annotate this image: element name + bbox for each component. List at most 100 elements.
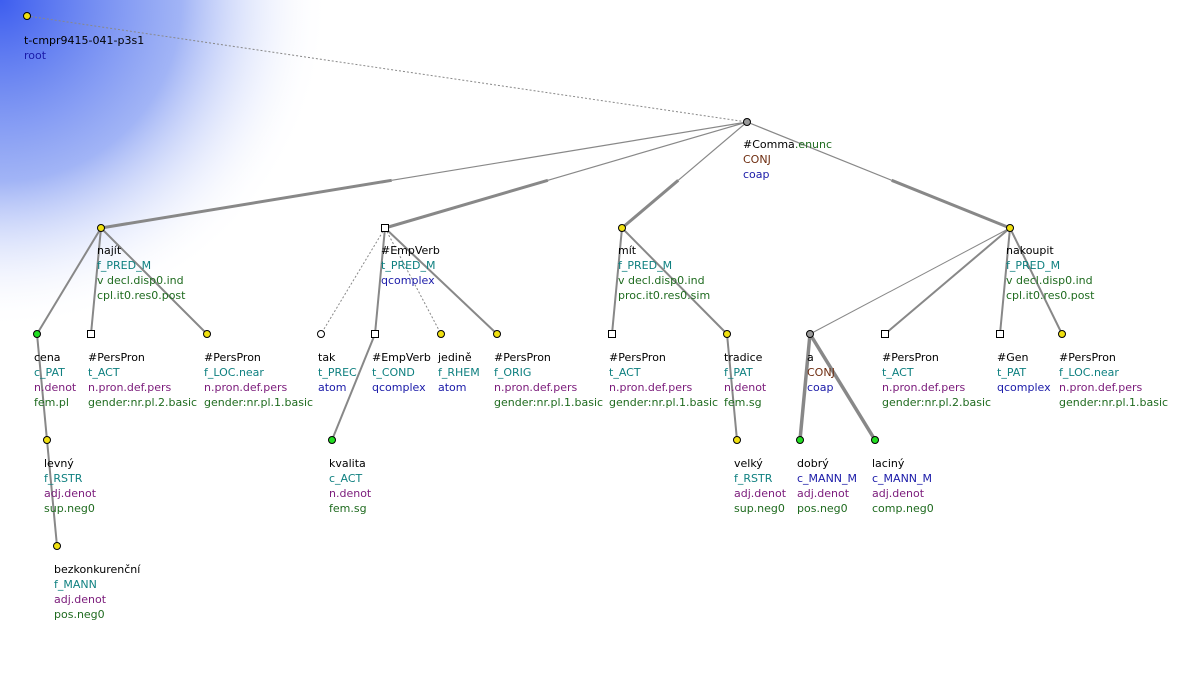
label-cena-line-2: n.denot: [34, 381, 77, 394]
label-laciny-row: comp.neg0: [872, 501, 934, 516]
node-kvalita[interactable]: [328, 436, 336, 444]
node-gen[interactable]: [996, 330, 1004, 338]
label-tradice-row: tradice: [724, 350, 766, 365]
node-comma[interactable]: [743, 118, 751, 126]
label-perspron5-row: t_ACT: [882, 365, 991, 380]
edge-comma-empverb1: [384, 178, 549, 230]
label-mit-row: f_PRED_M: [618, 258, 710, 273]
label-cena-line-3: fem.pl: [34, 396, 69, 409]
label-mit-row: mít: [618, 243, 710, 258]
label-jedine-row: jedině: [438, 350, 480, 365]
node-a[interactable]: [806, 330, 814, 338]
label-bezkonkurencni-row: adj.denot: [54, 592, 140, 607]
label-empverb2-line-0: #EmpVerb: [372, 351, 431, 364]
label-tradice-line-3: fem.sg: [724, 396, 762, 409]
edge-comma-najit: [391, 121, 748, 181]
tree-nodes: [23, 12, 1066, 550]
label-empverb1-line-0: #EmpVerb: [381, 244, 440, 257]
label-tak-line-0: tak: [318, 351, 336, 364]
node-bezkonkurencni[interactable]: [53, 542, 61, 550]
node-najit[interactable]: [97, 224, 105, 232]
label-tak-line-1: t_PREC: [318, 366, 357, 379]
node-perspron1[interactable]: [87, 330, 95, 338]
label-bezkonkurencni-row: f_MANN: [54, 577, 140, 592]
node-root[interactable]: [23, 12, 31, 20]
root-id: t-cmpr9415-041-p3s1: [24, 34, 145, 47]
node-perspron6[interactable]: [1058, 330, 1066, 338]
label-gen-line-1: t_PAT: [997, 366, 1027, 379]
label-tradice-row: n.denot: [724, 380, 766, 395]
node-cena[interactable]: [33, 330, 41, 338]
label-kvalita-row: n.denot: [329, 486, 371, 501]
label-jedine-row: f_RHEM: [438, 365, 480, 380]
label-nakoupit-line-3: cpl.it0.res0.post: [1006, 289, 1095, 302]
node-nakoupit[interactable]: [1006, 224, 1014, 232]
label-bezkonkurencni-row: pos.neg0: [54, 607, 140, 622]
label-cena-row: fem.pl: [34, 395, 76, 410]
label-velky-line-3: sup.neg0: [734, 502, 785, 515]
edge-comma-najit: [100, 178, 392, 230]
node-laciny[interactable]: [871, 436, 879, 444]
label-mit-line-3: proc.it0.res0.sim: [618, 289, 711, 302]
label-perspron4-row: t_ACT: [609, 365, 718, 380]
label-perspron5-row: #PersPron: [882, 350, 991, 365]
label-jedine-row: atom: [438, 380, 480, 395]
label-levny-line-0: levný: [44, 457, 74, 470]
node-velky[interactable]: [733, 436, 741, 444]
label-perspron4-line-2: n.pron.def.pers: [609, 381, 693, 394]
label-velky-line-0: velký: [734, 457, 763, 470]
label-perspron5-row: n.pron.def.pers: [882, 380, 991, 395]
edge-nakoupit-a: [809, 227, 1011, 335]
label-laciny-row: adj.denot: [872, 486, 934, 501]
label-empverb2-row: t_COND: [372, 365, 431, 380]
node-perspron3[interactable]: [493, 330, 501, 338]
label-perspron5-line-1: t_ACT: [882, 366, 914, 379]
label-laciny-line-2: adj.denot: [872, 487, 925, 500]
node-tak[interactable]: [317, 330, 325, 338]
edge-comma-mit: [621, 179, 680, 230]
edge-empverb2-kvalita: [331, 333, 376, 441]
label-perspron1-row: n.pron.def.pers: [88, 380, 197, 395]
label-nakoupit-row: v decl.disp0.ind: [1006, 273, 1094, 288]
label-velky-row: sup.neg0: [734, 501, 786, 516]
edge-root-comma: [26, 15, 748, 123]
node-perspron5[interactable]: [881, 330, 889, 338]
label-perspron6-row: f_LOC.near: [1059, 365, 1168, 380]
label-perspron2-line-3: gender:nr.pl.1.basic: [204, 396, 314, 409]
node-mit[interactable]: [618, 224, 626, 232]
label-comma-line-0: #Comma: [743, 138, 795, 151]
label-empverb1-row: t_PRED_M: [381, 258, 440, 273]
label-najit-row: v decl.disp0.ind: [97, 273, 185, 288]
label-perspron1-line-1: t_ACT: [88, 366, 120, 379]
label-laciny-line-0: laciný: [872, 457, 905, 470]
node-jedine[interactable]: [437, 330, 445, 338]
label-bezkonkurencni-line-1: f_MANN: [54, 578, 97, 591]
label-laciny-line-3: comp.neg0: [872, 502, 934, 515]
label-najit-row: f_PRED_M: [97, 258, 185, 273]
node-perspron2[interactable]: [203, 330, 211, 338]
node-perspron4[interactable]: [608, 330, 616, 338]
label-perspron5-line-3: gender:nr.pl.2.basic: [882, 396, 992, 409]
node-levny[interactable]: [43, 436, 51, 444]
node-tradice[interactable]: [723, 330, 731, 338]
node-dobry[interactable]: [796, 436, 804, 444]
node-empverb2[interactable]: [371, 330, 379, 338]
edge-comma-nakoupit: [746, 121, 892, 181]
label-perspron4-line-1: t_ACT: [609, 366, 641, 379]
label-jedine-line-0: jedině: [438, 351, 472, 364]
label-perspron6-line-0: #PersPron: [1059, 351, 1116, 364]
label-nakoupit-row: cpl.it0.res0.post: [1006, 288, 1094, 303]
node-empverb1[interactable]: [381, 224, 389, 232]
label-dobry-line-2: adj.denot: [797, 487, 850, 500]
label-a-line-0: a: [807, 351, 814, 364]
label-perspron6-line-3: gender:nr.pl.1.basic: [1059, 396, 1169, 409]
label-comma-row: CONJ: [743, 152, 832, 167]
root-label: t-cmpr9415-041-p3s1 root: [24, 33, 144, 63]
